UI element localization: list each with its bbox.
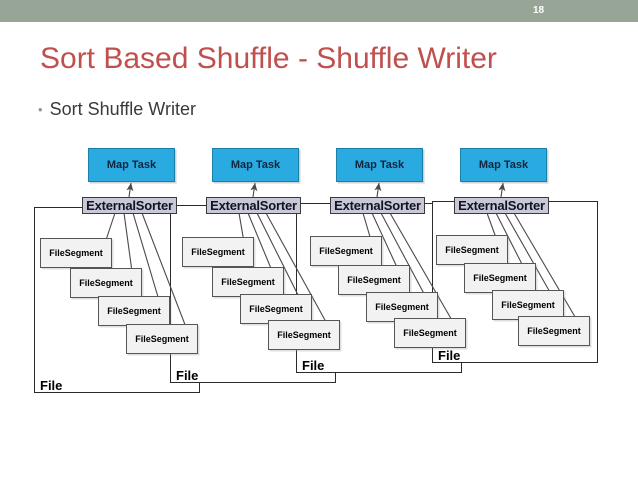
- file-segment-box: FileSegment: [40, 238, 112, 268]
- file-segment-box: FileSegment: [98, 296, 170, 326]
- file-segment-box: FileSegment: [268, 320, 340, 350]
- bullet-item-label: Sort Shuffle Writer: [49, 98, 196, 119]
- page-number: 18: [533, 5, 545, 16]
- map-task-box: Map Task: [212, 148, 299, 182]
- file-label: File: [302, 358, 325, 373]
- arrow-sorter-to-maptask: [126, 182, 134, 198]
- file-segment-box: FileSegment: [436, 235, 508, 265]
- file-segment-box: FileSegment: [182, 237, 254, 267]
- file-label: File: [176, 368, 199, 383]
- arrow-sorter-to-maptask: [374, 182, 382, 198]
- file-label: File: [438, 348, 461, 363]
- file-label: File: [40, 378, 63, 393]
- file-segment-box: FileSegment: [126, 324, 198, 354]
- file-segment-box: FileSegment: [240, 294, 312, 324]
- map-task-box: Map Task: [88, 148, 175, 182]
- file-segment-box: FileSegment: [310, 236, 382, 266]
- external-sorter-box: ExternalSorter: [330, 197, 425, 214]
- page-title: Sort Based Shuffle - Shuffle Writer: [40, 42, 497, 75]
- slide-header-bar: [0, 0, 638, 22]
- bullet-list-item: • Sort Shuffle Writer: [38, 98, 196, 120]
- file-segment-box: FileSegment: [518, 316, 590, 346]
- bullet-marker-icon: •: [38, 101, 43, 117]
- file-segment-box: FileSegment: [70, 268, 142, 298]
- arrow-sorter-to-maptask: [498, 182, 506, 198]
- arrow-sorter-to-maptask: [250, 182, 258, 198]
- external-sorter-box: ExternalSorter: [82, 197, 177, 214]
- file-segment-box: FileSegment: [212, 267, 284, 297]
- map-task-box: Map Task: [336, 148, 423, 182]
- map-task-box: Map Task: [460, 148, 547, 182]
- file-segment-box: FileSegment: [338, 265, 410, 295]
- file-segment-box: FileSegment: [464, 263, 536, 293]
- file-segment-box: FileSegment: [394, 318, 466, 348]
- external-sorter-box: ExternalSorter: [206, 197, 301, 214]
- external-sorter-box: ExternalSorter: [454, 197, 549, 214]
